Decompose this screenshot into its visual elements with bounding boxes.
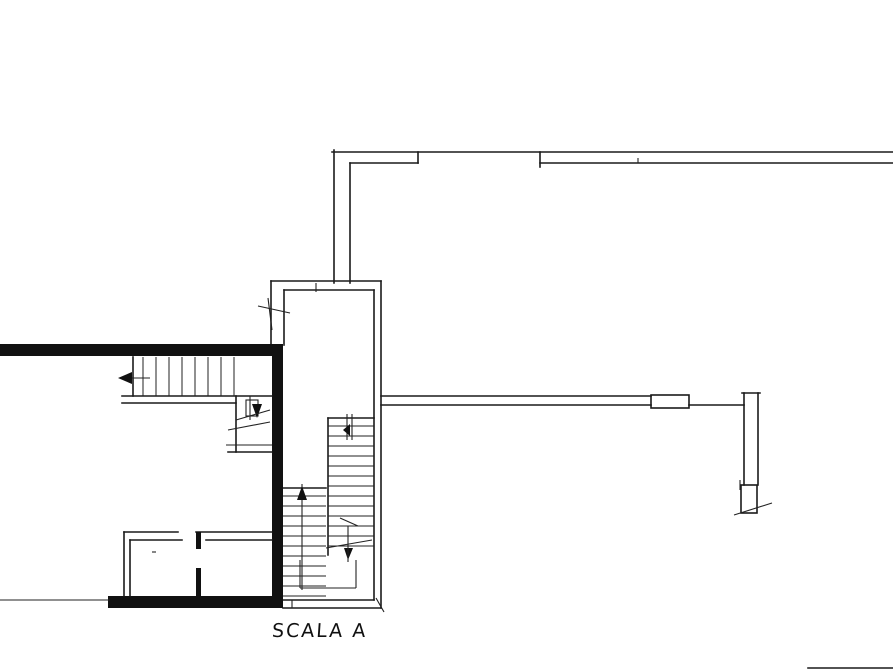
stair-flight-upper-left xyxy=(118,356,273,453)
drawing-label: SCALA A xyxy=(271,620,369,642)
upper-wall xyxy=(331,149,893,284)
stair-flight-left xyxy=(282,484,357,608)
middle-wall xyxy=(380,392,773,516)
left-block-walls xyxy=(0,344,283,608)
stair-core xyxy=(257,280,385,613)
lower-left-rooms xyxy=(123,531,273,597)
stair-flight-right xyxy=(325,414,375,562)
